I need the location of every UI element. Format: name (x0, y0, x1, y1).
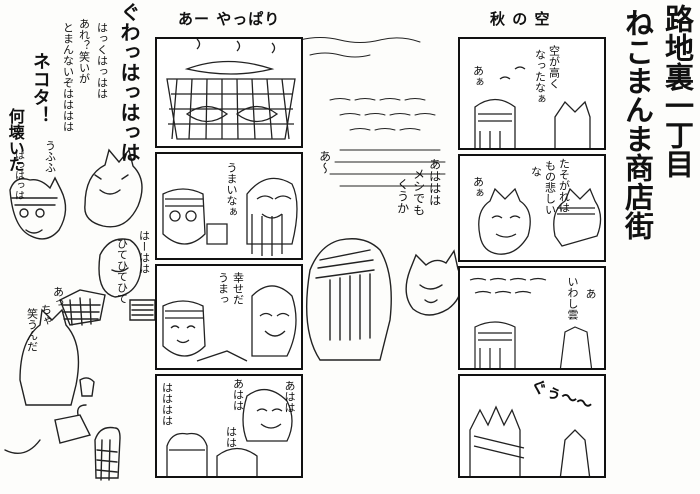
left-side-text-9: はーはは (137, 230, 151, 274)
right-strip-title: 秋 の 空 (490, 10, 551, 28)
left-panel-4-text-2: あはは (231, 378, 245, 411)
right-panel-3-text-2: いわし雲 (566, 276, 579, 320)
series-title: 路地裏一丁目 (660, 4, 695, 178)
right-panel-2-text-2: もの悲しい (543, 160, 557, 215)
middle-cats (306, 238, 462, 361)
left-side-text-11: あっ (51, 286, 65, 308)
middle-text-2: あははは (427, 158, 442, 206)
cats-growl-drawing (469, 405, 591, 476)
middle-text-1: あ〜 (317, 150, 332, 174)
left-side-text-8: はっはっは (12, 150, 24, 200)
right-panel-1-text-2: なったなぁ (533, 49, 547, 104)
middle-text-4: くうか (395, 178, 410, 214)
right-panel-3-text-1: あ (584, 288, 597, 299)
cats-dusk-drawing (478, 187, 602, 255)
left-panel-3-text-1: うまっ (216, 272, 230, 305)
left-side-text-1: ぐわっはっはっは (117, 2, 141, 162)
right-panel-2-text-1: たそがれは (557, 158, 571, 213)
cats-laughing-drawing (166, 389, 293, 476)
left-side-text-4: とまんないぞはははは (61, 22, 75, 132)
right-panel-4: ぐぅ〜〜 (458, 374, 606, 478)
left-side-text-2: はっくはっはは (95, 22, 109, 99)
left-side-text-10: ひてひてひて (115, 238, 129, 304)
left-panel-2-text-1: うまいなぁ (225, 162, 238, 217)
cats-sky-drawing (474, 66, 591, 148)
right-panel-2: たそがれは もの悲しい な あぁ (458, 154, 606, 262)
left-side-text-7: 何壊いた (5, 108, 25, 172)
cats-happy-drawing (162, 285, 297, 362)
left-side-text-12: ちゃ (39, 304, 53, 326)
left-side-text-3: あれ？笑いが (77, 18, 91, 84)
left-panel-4-text-4: あはは (283, 380, 296, 413)
right-panel-3: あ いわし雲 (458, 266, 606, 370)
right-panel-1-text-3: あぁ (471, 65, 485, 87)
cats-clouds-drawing (469, 277, 593, 368)
left-side-cats (4, 148, 156, 481)
cats-eating-drawing (162, 177, 298, 256)
left-side-text-13: 笑うんだ (25, 308, 39, 352)
left-panel-2: うまいなぁ (155, 152, 303, 260)
right-panel-1-text-1: 空が高く (547, 45, 561, 89)
cloud-scribbles (299, 37, 446, 187)
left-side-text-5: ネコタ！ (29, 52, 51, 124)
series-subtitle: ねこまんま商店街 (620, 8, 655, 240)
left-panel-4-text-1: はははは (160, 382, 174, 426)
left-panel-3-text-2: 幸せだ (231, 272, 245, 305)
left-panel-4-text-3: はは (224, 426, 238, 448)
left-strip-title: あー やっぱり (178, 10, 281, 28)
left-side-text-6: うふふ (43, 140, 57, 173)
right-panel-1: 空が高く なったなぁ あぁ (458, 37, 606, 150)
right-panel-2-text-4: あぁ (471, 176, 485, 198)
right-panel-2-text-3: な (529, 166, 543, 177)
grill-fish-drawing (166, 39, 296, 140)
middle-text-3: メシでも (411, 168, 426, 216)
left-panel-1 (155, 37, 303, 148)
left-panel-3: うまっ 幸せだ (155, 264, 303, 370)
left-panel-4: はははは あはは はは あはは (155, 374, 303, 478)
